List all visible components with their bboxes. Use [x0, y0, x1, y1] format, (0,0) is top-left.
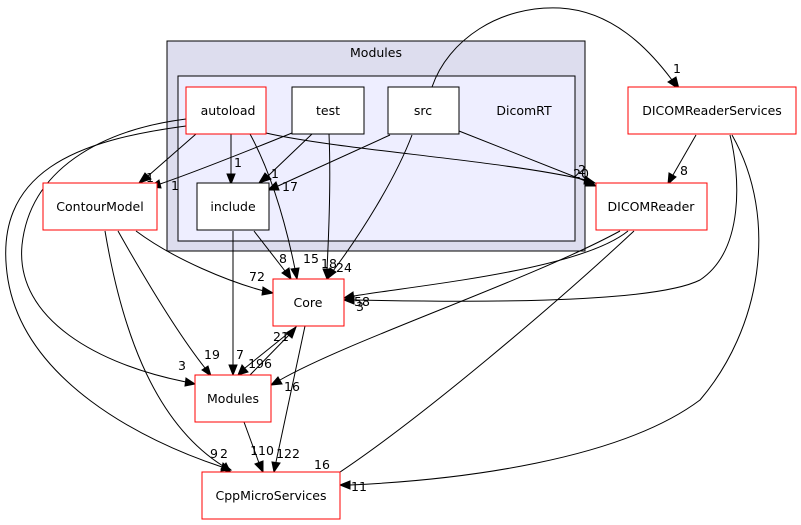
edge-drs-to-dicomreader: 8 — [667, 134, 697, 186]
node-dicomreaderservices-label: DICOMReaderServices — [642, 103, 782, 118]
edge-autoload-to-cpp: 2 — [5, 125, 233, 472]
edges: 1 1 1 17 1 1 — [5, 7, 760, 494]
node-autoload-label: autoload — [201, 103, 256, 118]
node-modules[interactable]: Modules — [194, 374, 272, 423]
node-include-box — [196, 182, 270, 231]
node-cppmicroservices-box — [201, 471, 341, 520]
edge-label-contour-modules: 19 — [204, 347, 220, 362]
edge-dicomreader-to-core: 58 — [342, 230, 629, 309]
node-src[interactable]: src — [387, 86, 460, 135]
edge-src-to-core: 24 — [326, 134, 413, 281]
cluster-dicomrt-label: DicomRT — [496, 103, 552, 118]
edge-label-core-modules: 196 — [248, 356, 272, 371]
edge-include-to-modules: 7 — [228, 231, 244, 377]
edge-label-drs-core: 3 — [356, 299, 364, 314]
node-test-box — [291, 86, 365, 135]
node-cppmicroservices[interactable]: CppMicroServices — [201, 471, 341, 520]
edge-src-to-dicomreaderservices: 1 — [431, 7, 681, 91]
node-dicomreader-label: DICOMReader — [608, 199, 696, 214]
edge-label-modules-cpp: 110 — [250, 443, 274, 458]
edge-label-drs-cpp: 11 — [351, 479, 367, 494]
edge-label-autoload-contour: 1 — [146, 170, 154, 185]
edge-label-autoload-dicomreader: 2 — [578, 162, 586, 177]
node-dicomreader[interactable]: DICOMReader — [595, 182, 708, 231]
edge-label-test-include: 1 — [271, 166, 279, 181]
edge-autoload-to-core: 15 — [249, 133, 319, 281]
edge-include-to-core: 8 — [253, 230, 292, 281]
node-modules-box — [194, 374, 272, 423]
node-test-label: test — [316, 103, 340, 118]
node-core-label: Core — [294, 295, 323, 310]
edge-label-test-core: 18 — [321, 256, 337, 271]
edge-core-to-cpp: 122 — [271, 325, 306, 474]
edge-label-src-dicomreader: 20 — [573, 166, 589, 181]
edge-label-src-drs: 1 — [673, 61, 681, 76]
edge-drs-to-cpp: 11 — [338, 134, 760, 494]
node-dicomreader-box — [595, 182, 708, 231]
node-contourmodel-box — [42, 182, 158, 231]
node-cppmicroservices-label: CppMicroServices — [216, 488, 327, 503]
edge-label-contour-cpp: 9 — [210, 446, 218, 461]
node-contourmodel[interactable]: ContourModel — [42, 182, 158, 231]
edge-label-core-cpp: 122 — [276, 446, 300, 461]
edge-autoload-to-contourmodel: 1 — [137, 133, 197, 185]
edge-label-contour-core: 72 — [249, 269, 265, 284]
node-include-label: include — [210, 199, 256, 214]
edge-label-autoload-include: 1 — [234, 155, 242, 170]
cluster-modules-label: Modules — [350, 45, 402, 60]
edge-label-include-modules: 7 — [236, 347, 244, 362]
edge-dicomreader-to-cpp: 16 — [314, 230, 635, 484]
node-dicomreaderservices-box — [627, 86, 797, 135]
edge-src-to-dicomreader: 20 — [458, 130, 598, 187]
node-dicomreaderservices[interactable]: DICOMReaderServices — [627, 86, 797, 135]
edge-label-drs-dicomreader: 8 — [680, 163, 688, 178]
node-autoload[interactable]: autoload — [185, 86, 267, 135]
edge-contour-to-modules: 19 — [117, 230, 220, 378]
edge-label-src-core: 24 — [336, 260, 352, 275]
node-contourmodel-label: ContourModel — [56, 199, 143, 214]
node-autoload-box — [185, 86, 267, 135]
node-modules-label: Modules — [207, 391, 259, 406]
node-include[interactable]: include — [196, 182, 270, 231]
edge-label-modules-core: 21 — [273, 329, 289, 344]
edge-autoload-to-include: 1 — [226, 134, 242, 186]
edge-label-autoload-core: 15 — [303, 251, 319, 266]
node-core[interactable]: Core — [272, 278, 345, 327]
edge-autoload-to-modules: 3 — [21, 118, 197, 387]
edge-contour-to-core: 72 — [135, 230, 275, 296]
node-core-box — [272, 278, 345, 327]
edge-modules-to-cpp: 110 — [243, 421, 274, 474]
node-src-box — [387, 86, 460, 135]
edge-label-autoload-modules: 3 — [178, 358, 186, 373]
edge-modules-to-core: 21 — [249, 325, 297, 376]
edge-label-autoload-cpp: 2 — [220, 446, 228, 461]
edge-label-test-contour: 1 — [171, 178, 179, 193]
node-src-label: src — [414, 103, 432, 118]
edge-test-to-include: 1 — [257, 133, 313, 184]
edge-label-include-core: 8 — [279, 251, 287, 266]
edge-label-dicomreader-core: 58 — [354, 294, 370, 309]
edge-label-src-include: 17 — [282, 179, 298, 194]
node-test[interactable]: test — [291, 86, 365, 135]
edge-label-dicomreader-cpp: 16 — [314, 457, 330, 472]
